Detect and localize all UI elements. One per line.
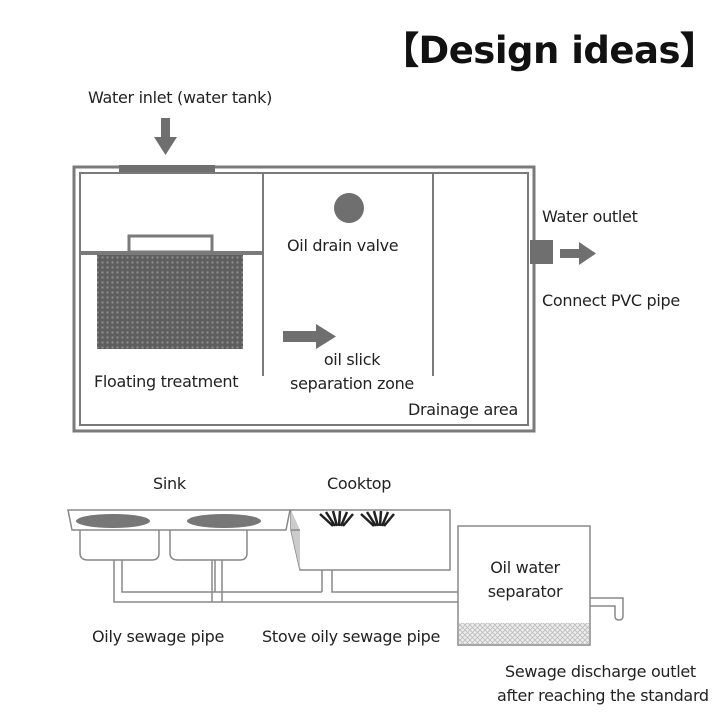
sink-basin-left <box>76 514 150 528</box>
inlet-bar <box>119 165 215 172</box>
sink-label: Sink <box>153 474 186 493</box>
oil-drain-valve-label: Oil drain valve <box>287 236 399 255</box>
sediment <box>459 623 589 644</box>
floating-mesh <box>97 255 243 349</box>
separator-label-line2: separator <box>487 582 563 601</box>
drainage-area-label: Drainage area <box>408 400 518 419</box>
outlet-arrow-icon <box>560 242 596 265</box>
water-inlet-label: Water inlet (water tank) <box>88 88 273 107</box>
sink-basin-right <box>187 514 261 528</box>
oil-slick-label-line1: oil slick <box>323 350 381 369</box>
oil-drain-valve-icon <box>334 193 364 223</box>
oil-slick-label-line2: separation zone <box>290 374 414 393</box>
discharge-label-line2: after reaching the standard <box>497 686 709 705</box>
separator-label-line1: Oil water <box>490 558 560 577</box>
water-outlet-label: Water outlet <box>542 207 638 226</box>
tank <box>72 165 536 433</box>
connect-pvc-label: Connect PVC pipe <box>542 291 680 310</box>
burner-icon <box>319 510 395 527</box>
stove-pipe-label: Stove oily sewage pipe <box>262 627 441 646</box>
cooktop-label: Cooktop <box>327 474 392 493</box>
oily-sewage-pipe-label: Oily sewage pipe <box>92 627 224 646</box>
outlet-pipe <box>530 240 553 264</box>
inlet-arrow-icon <box>154 118 177 155</box>
page-title: 【Design ideas】 <box>382 29 717 72</box>
floating-treatment-label: Floating treatment <box>94 372 239 391</box>
discharge-label-line1: Sewage discharge outlet <box>505 662 696 681</box>
flow-arrow-icon <box>283 324 336 349</box>
